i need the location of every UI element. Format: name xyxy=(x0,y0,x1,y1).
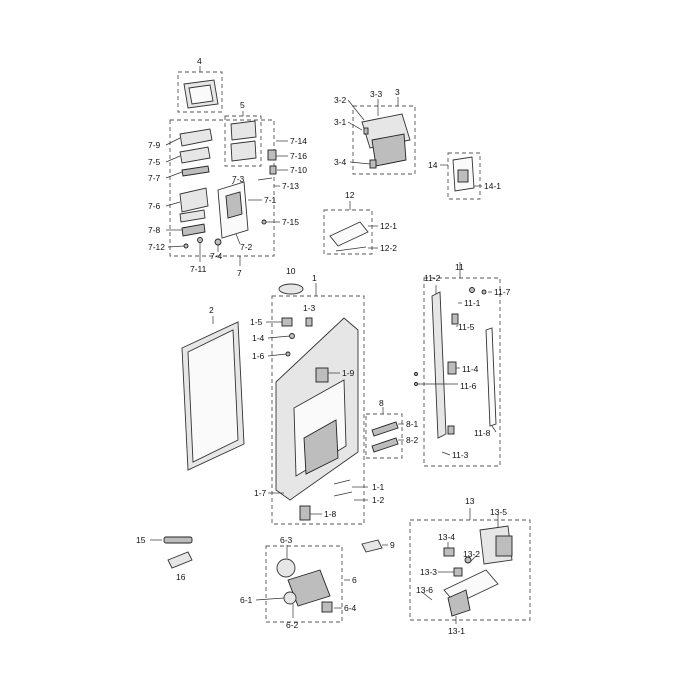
callout-13-2: 13-2 xyxy=(463,549,480,559)
callout-11-3: 11-3 xyxy=(452,450,469,460)
callout-9: 9 xyxy=(390,540,395,550)
assembly-5: 5 xyxy=(224,100,262,167)
callout-14-1: 14-1 xyxy=(484,181,501,191)
callout-11-7: 11-7 xyxy=(494,287,511,297)
callout-14: 14 xyxy=(428,160,438,170)
assembly-8: 8 8-1 8-2 xyxy=(365,398,419,459)
assembly-3: 3-2 3-3 3 3-1 3-4 xyxy=(334,87,416,175)
callout-1-9: 1-9 xyxy=(342,368,355,378)
callout-8-1: 8-1 xyxy=(406,419,419,429)
callout-7-5: 7-5 xyxy=(148,157,161,167)
part-15-16: 15 16 xyxy=(136,535,193,582)
callout-7-3: 7-3 xyxy=(232,174,245,184)
callout-7-2: 7-2 xyxy=(240,242,253,252)
callout-12-2: 12-2 xyxy=(380,243,397,253)
part-9: 9 xyxy=(361,539,395,553)
callout-3-3: 3-3 xyxy=(370,89,383,99)
callout-6-4: 6-4 xyxy=(344,603,357,613)
callout-1-3: 1-3 xyxy=(303,303,316,313)
callout-7-13: 7-13 xyxy=(282,181,299,191)
callout-12-1: 12-1 xyxy=(380,221,397,231)
assembly-12: 12 12-1 12-2 xyxy=(323,190,397,255)
callout-1: 1 xyxy=(312,273,317,283)
callout-7-1: 7-1 xyxy=(264,195,277,205)
callout-13: 13 xyxy=(465,496,475,506)
callout-8: 8 xyxy=(379,398,384,408)
callout-11-4: 11-4 xyxy=(462,364,479,374)
callout-15: 15 xyxy=(136,535,146,545)
callout-1-2: 1-2 xyxy=(372,495,385,505)
callout-7-12: 7-12 xyxy=(148,242,165,252)
callout-13-5: 13-5 xyxy=(490,507,507,517)
callout-7-9: 7-9 xyxy=(148,140,161,150)
callout-7-14: 7-14 xyxy=(290,136,307,146)
callout-13-4: 13-4 xyxy=(438,532,455,542)
part-10: 10 xyxy=(278,266,304,295)
assembly-11: 11 11-2 11-1 11-7 11-5 11-4 11-6 11-8 11… xyxy=(414,262,511,467)
callout-13-1: 13-1 xyxy=(448,626,465,636)
callout-3-2: 3-2 xyxy=(334,95,347,105)
part-2-gasket: 2 xyxy=(181,305,245,471)
callout-1-6: 1-6 xyxy=(252,351,265,361)
callout-1-1: 1-1 xyxy=(372,482,385,492)
callout-11-6: 11-6 xyxy=(460,381,477,391)
callout-7-7: 7-7 xyxy=(148,173,161,183)
assembly-6: 6-3 6 6-1 6-4 6-2 xyxy=(240,535,357,630)
callout-6-2: 6-2 xyxy=(286,620,299,630)
callout-11-1: 11-1 xyxy=(464,298,481,308)
callout-6-3: 6-3 xyxy=(280,535,293,545)
callout-7-15: 7-15 xyxy=(282,217,299,227)
callout-6-1: 6-1 xyxy=(240,595,253,605)
assembly-1: 1 1-3 1-5 1-4 1-6 1-9 1-1 1-2 1-7 1-8 xyxy=(250,273,385,525)
callout-11-8: 11-8 xyxy=(474,428,491,438)
callout-1-8: 1-8 xyxy=(324,509,337,519)
callout-13-6: 13-6 xyxy=(416,585,433,595)
callout-10: 10 xyxy=(286,266,296,276)
callout-3-4: 3-4 xyxy=(334,157,347,167)
callout-7-4: 7-4 xyxy=(210,251,223,261)
callout-7-10: 7-10 xyxy=(290,165,307,175)
callout-12: 12 xyxy=(345,190,355,200)
callout-8-2: 8-2 xyxy=(406,435,419,445)
callout-7-8: 7-8 xyxy=(148,225,161,235)
callout-7: 7 xyxy=(237,268,242,278)
callout-5: 5 xyxy=(240,100,245,110)
callout-13-3: 13-3 xyxy=(420,567,437,577)
callout-11: 11 xyxy=(455,262,464,272)
callout-11-5: 11-5 xyxy=(458,322,475,332)
callout-7-16: 7-16 xyxy=(290,151,307,161)
callout-2: 2 xyxy=(209,305,214,315)
assembly-7: 7-9 7-5 7-7 7-6 7-8 7-12 7-11 7-4 7-2 7-… xyxy=(148,119,307,278)
callout-4: 4 xyxy=(197,56,202,66)
callout-3-1: 3-1 xyxy=(334,117,347,127)
callout-6: 6 xyxy=(352,575,357,585)
callout-7-11: 7-11 xyxy=(190,264,207,274)
callout-1-4: 1-4 xyxy=(252,333,265,343)
assembly-13: 13 13-5 13-4 13-2 13-3 13-6 13-1 xyxy=(409,496,531,636)
callout-16: 16 xyxy=(176,572,186,582)
callout-3: 3 xyxy=(395,87,400,97)
assembly-14: 14 14-1 xyxy=(428,152,501,200)
assembly-4: 4 xyxy=(177,56,223,113)
callout-1-5: 1-5 xyxy=(250,317,263,327)
callout-11-2: 11-2 xyxy=(424,273,441,283)
callout-7-6: 7-6 xyxy=(148,201,161,211)
callout-1-7: 1-7 xyxy=(254,488,267,498)
